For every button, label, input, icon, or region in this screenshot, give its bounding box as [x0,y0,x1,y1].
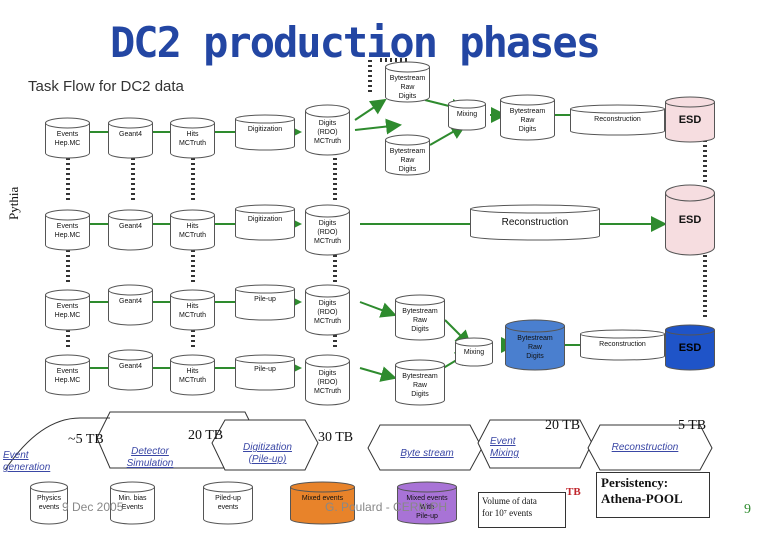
page-subtitle: Task Flow for DC2 data [28,78,184,95]
page-number: 9 [744,502,751,517]
reconstruction-bottom-label: Reconstruction [611,442,679,453]
cyl-bytestream-4-label: Bytestream Raw Digits [402,373,438,398]
cyl-events-2: Events Hep.MC [45,209,90,251]
cyl-minbias-events-label: Min. bias Events [118,495,147,511]
cyl-events-1: Events Hep.MC [45,117,90,159]
size-20tb-b: 20 TB [545,418,581,433]
cyl-hits-2: Hits MCTruth [170,209,215,251]
footer-date: 9 Dec 2005 [62,500,124,514]
cyl-digitization-1-label: Digitization [247,126,283,133]
cyl-digits-2-label: Digits (RDO) MCTruth [314,220,341,245]
size-5tb-left: ~5 TB [68,432,104,447]
cyl-hits-2-label: Hits MCTruth [179,223,206,239]
cyl-pileup-4: Pile-up [235,354,295,391]
cyl-geant4-2-label: Geant4 [119,223,142,230]
cyl-pileup-4-label: Pile-up [254,366,276,373]
cyl-mixed-events-label: Mixed events [301,495,344,502]
cyl-bytestream-1b: Bytestream Raw Digits [500,94,555,141]
cyl-geant4-3-label: Geant4 [119,298,142,305]
cyl-hits-1: Hits MCTruth [170,117,215,159]
cyl-physics-events-label: Physics events [36,495,62,511]
digitization-pileup-label: Digitization (Pile-up) [243,442,292,465]
cyl-events-3: Events Hep.MC [45,289,90,331]
size-30tb: 30 TB [318,430,354,445]
cyl-pileup-3-label: Pile-up [254,296,276,303]
cyl-bytestream-1a-label: Bytestream Raw Digits [389,75,426,100]
cyl-geant4-4: Geant4 [108,349,153,391]
cyl-bytestream-1b-label: Bytestream Raw Digits [509,108,546,133]
cyl-digitization-2-label: Digitization [247,216,283,223]
byte-stream-label: Byte stream [400,448,454,459]
detector-simulation-label: Detector Simulation [126,446,174,469]
cyl-bytestream-3-label: Bytestream Raw Digits [402,308,438,333]
cyl-mixing-1-label: Mixing [456,111,478,118]
cyl-reconstruction-2-label: Reconstruction [501,216,569,228]
cyl-mixing-3-label: Mixing [463,349,485,356]
cyl-esd-1-label: ESD [678,113,702,126]
tb-label: TB [566,486,581,498]
cyl-mixing-1: Mixing [448,99,486,131]
cyl-digits-4-label: Digits (RDO) MCTruth [314,370,341,395]
cyl-esd-2: ESD [665,184,715,256]
cyl-reconstruction-3-label: Reconstruction [599,341,646,348]
cyl-events-4: Events Hep.MC [45,354,90,396]
cyl-esd-2-label: ESD [678,214,702,226]
cyl-piledup-events-label: Piled-up events [215,495,241,511]
cyl-bytestream-3b: Bytestream Raw Digits [505,319,565,371]
cyl-mixing-3: Mixing [455,337,493,367]
cyl-esd-3-label: ESD [678,341,702,354]
cyl-reconstruction-1: Reconstruction [570,104,665,136]
cyl-hits-4: Hits MCTruth [170,354,215,396]
cyl-esd-3: ESD [665,324,715,371]
cyl-events-4-label: Events Hep.MC [54,368,81,384]
cyl-mixed-events-pileup: Mixed events With Pile-up [397,481,457,525]
cyl-geant4-3: Geant4 [108,284,153,326]
cyl-geant4-4-label: Geant4 [119,363,142,370]
cyl-digitization-1: Digitization [235,114,295,151]
cyl-geant4-1-label: Geant4 [119,131,142,138]
cyl-bytestream-1c: Bytestream Raw Digits [385,134,430,176]
cyl-digits-4: Digits (RDO) MCTruth [305,354,350,406]
cyl-digits-1-label: Digits (RDO) MCTruth [314,120,341,145]
cyl-digits-3-label: Digits (RDO) MCTruth [314,300,341,325]
cyl-events-3-label: Events Hep.MC [54,303,81,319]
cyl-minbias-events: Min. bias Events [110,481,155,525]
page-title: DC2 production phases [110,18,601,67]
cyl-bytestream-3: Bytestream Raw Digits [395,294,445,341]
volume-box: Volume of data for 10⁷ events [478,492,566,528]
cyl-mixed-events: Mixed events [290,481,355,525]
cyl-bytestream-3b-label: Bytestream Raw Digits [517,335,553,360]
cyl-geant4-2: Geant4 [108,209,153,251]
cyl-physics-events: Physics events [30,481,68,525]
size-5tb-right: 5 TB [678,418,707,433]
cyl-bytestream-1c-label: Bytestream Raw Digits [389,148,426,173]
cyl-hits-1-label: Hits MCTruth [179,131,206,147]
cyl-bytestream-4: Bytestream Raw Digits [395,359,445,406]
cyl-mixed-events-pileup-label: Mixed events With Pile-up [406,495,448,520]
cyl-reconstruction-1-label: Reconstruction [594,116,641,123]
cyl-digits-2: Digits (RDO) MCTruth [305,204,350,256]
cyl-piledup-events: Piled-up events [203,481,253,525]
event-generation-label: Event generation [3,450,51,473]
footer-author: G. Poulard - CERN PH [325,500,448,514]
event-mixing-label: Event Mixing [490,436,519,459]
size-20tb-a: 20 TB [188,428,224,443]
cyl-hits-4-label: Hits MCTruth [179,368,206,384]
cyl-events-1-label: Events Hep.MC [54,131,81,147]
cyl-digitization-2: Digitization [235,204,295,241]
cyl-reconstruction-3: Reconstruction [580,329,665,361]
cyl-bytestream-1a: Bytestream Raw Digits [385,61,430,103]
cyl-digits-3: Digits (RDO) MCTruth [305,284,350,336]
cyl-hits-3-label: Hits MCTruth [179,303,206,319]
cyl-hits-3: Hits MCTruth [170,289,215,331]
cyl-pileup-3: Pile-up [235,284,295,321]
cyl-geant4-1: Geant4 [108,117,153,159]
cyl-reconstruction-2: Reconstruction [470,204,600,241]
persistency-box: Persistency: Athena-POOL [596,472,710,518]
cyl-events-2-label: Events Hep.MC [54,223,81,239]
cyl-digits-1: Digits (RDO) MCTruth [305,104,350,156]
cyl-esd-1: ESD [665,96,715,143]
